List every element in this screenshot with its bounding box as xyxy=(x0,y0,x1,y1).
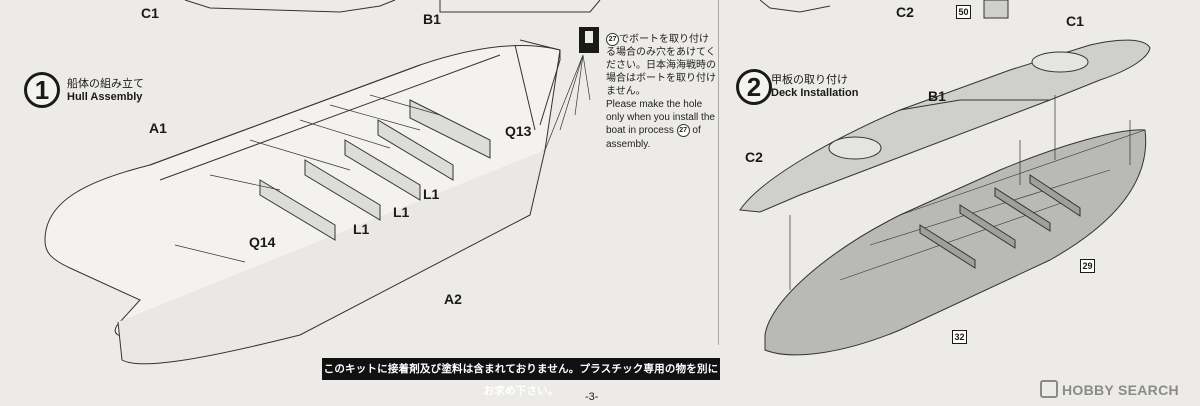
top-label-c1: C1 xyxy=(141,5,159,21)
part-label-b1-deck: B1 xyxy=(928,88,946,104)
step-2-number: 2 xyxy=(736,69,772,105)
top-label-b1: B1 xyxy=(423,11,441,27)
note-en-main: Please make the hole only when you insta… xyxy=(606,98,715,137)
part-label-a1: A1 xyxy=(149,120,167,136)
note-jp-rest: る場合のみ穴をあけてください。日本海海戦時の場合はボートを取り付けません。 xyxy=(606,47,716,97)
part-label-l1-b: L1 xyxy=(393,204,410,220)
part-label-l1-a: L1 xyxy=(423,186,440,202)
part-label-q14: Q14 xyxy=(249,234,276,250)
part-number-32: 32 xyxy=(952,330,967,344)
step-ref-badge: 27 xyxy=(606,33,619,46)
step-1-number: 1 xyxy=(24,72,60,108)
page-number: -3- xyxy=(585,391,599,403)
step-ref-badge-en: 27 xyxy=(676,124,690,138)
drill-hole-icon xyxy=(579,27,599,53)
step-1-title-en: Hull Assembly xyxy=(67,91,143,103)
watermark: HOBBY SEARCH xyxy=(1040,380,1179,398)
step-1-title-jp: 船体の組み立て xyxy=(67,78,144,90)
watermark-text: HOBBY SEARCH xyxy=(1062,382,1179,398)
note-jp-line1: でボートを取り付け xyxy=(619,34,709,46)
top-label-c2: C2 xyxy=(896,4,914,20)
warning-banner: このキットに接着剤及び塗料は含まれておりません。プラスチック専用の物を別にお求め… xyxy=(322,358,720,397)
part-number-50: 50 xyxy=(956,5,971,19)
watermark-logo-icon xyxy=(1040,380,1058,398)
column-divider xyxy=(718,0,719,345)
step-2-title-en: Deck Installation xyxy=(771,87,859,99)
top-label-c1-right: C1 xyxy=(1066,13,1084,29)
part-label-l1-c: L1 xyxy=(353,221,370,237)
part-label-q13: Q13 xyxy=(505,123,532,139)
part-number-29: 29 xyxy=(1080,259,1095,273)
note-en-tail: of assembly. xyxy=(606,125,701,150)
step-2-title-jp: 甲板の取り付け xyxy=(771,74,848,86)
part-label-c2-deck: C2 xyxy=(745,149,763,165)
part-label-a2: A2 xyxy=(444,291,462,307)
